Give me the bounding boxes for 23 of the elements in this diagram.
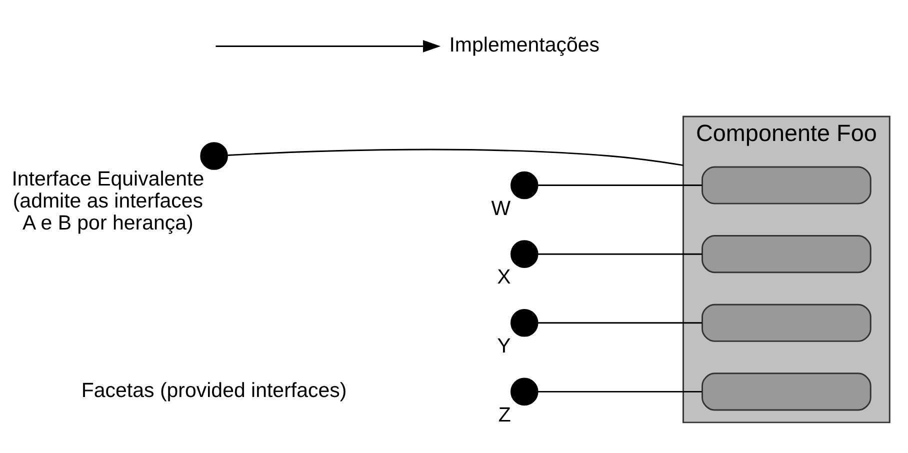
node-box [701, 234, 871, 273]
node-circle [510, 377, 538, 406]
node-label: X [496, 265, 510, 288]
connector [537, 184, 702, 186]
node-text: Implementações [448, 33, 600, 56]
connector [537, 390, 702, 392]
node-label: Z [498, 402, 510, 426]
node-label: W [490, 196, 510, 220]
node-label: Interface Equivalente (admite as interfaces A e B por herança) [11, 167, 204, 234]
arrow [215, 40, 440, 52]
connector [537, 252, 702, 254]
cluster: Componente Foo [682, 115, 890, 423]
node-box [701, 372, 871, 410]
node-box [701, 166, 871, 204]
node-circle [510, 308, 538, 336]
node-circle [200, 142, 228, 170]
node-circle [510, 240, 538, 268]
node-label: Y [496, 334, 510, 357]
label: Facetas (provided interfaces) [80, 378, 346, 402]
node-box [701, 303, 871, 342]
connector [227, 148, 683, 166]
node-circle [510, 170, 538, 199]
connector [537, 322, 702, 324]
